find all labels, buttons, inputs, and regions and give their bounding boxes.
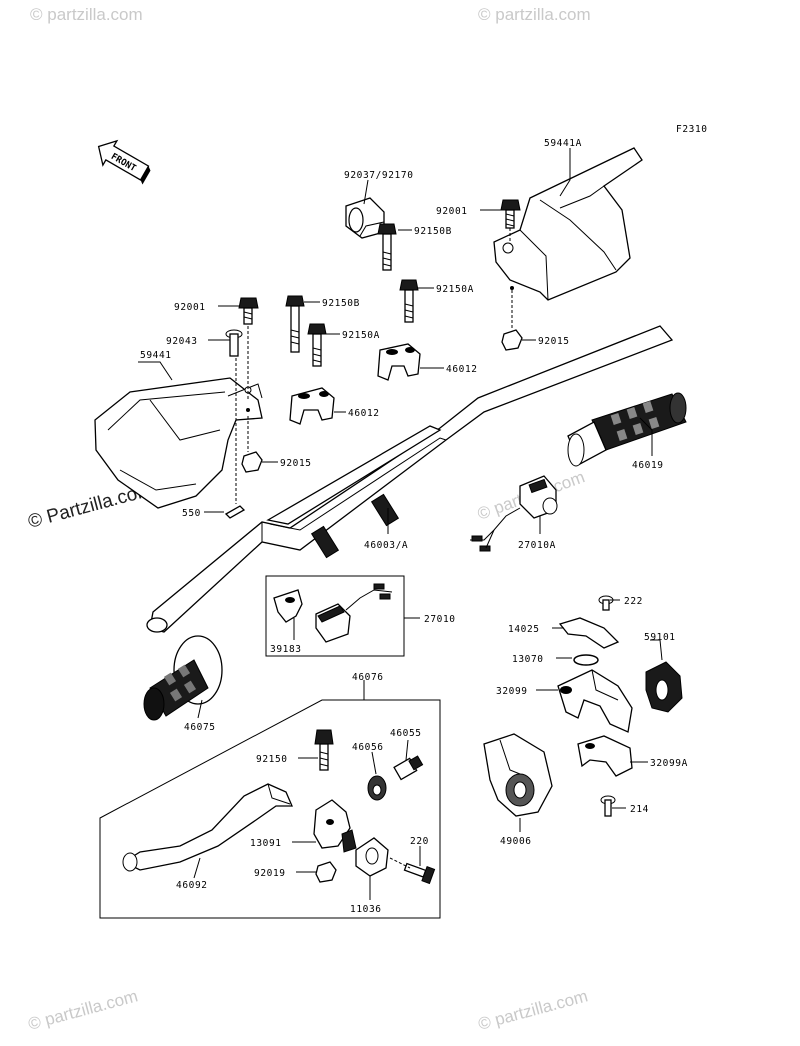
part-46075-left-grip <box>143 635 223 721</box>
label-92015-left: 92015 <box>280 458 312 469</box>
label-32099: 32099 <box>496 686 528 697</box>
label-46019: 46019 <box>632 460 664 471</box>
part-92037-clamp <box>345 197 385 239</box>
part-46055-adjuster-bolt <box>393 755 424 781</box>
kit-46076-box <box>99 699 441 919</box>
part-220-screw <box>403 862 436 885</box>
hand-guard-right <box>493 147 643 301</box>
part-92019-nut <box>315 861 337 883</box>
label-27010: 27010 <box>424 614 456 625</box>
label-11036: 11036 <box>350 904 382 915</box>
part-92015-nut-left <box>241 451 263 473</box>
part-11036-cover <box>355 837 389 877</box>
figure-code: F2310 <box>676 124 708 135</box>
label-46012-lower: 46012 <box>348 408 380 419</box>
handlebar <box>146 325 674 633</box>
label-46075: 46075 <box>184 722 216 733</box>
part-92150A-bolt-upper <box>399 279 419 323</box>
label-220: 220 <box>410 836 429 847</box>
part-92150A-bolt-lower <box>307 323 327 367</box>
part-27010-switch <box>315 583 393 643</box>
label-59101: 59101 <box>644 632 676 643</box>
handlebar-grip-section-2 <box>370 493 400 527</box>
label-92037-92170: 92037/92170 <box>344 170 414 181</box>
part-14025-cover <box>558 617 620 649</box>
handlebar-grip-section <box>310 525 340 559</box>
label-46076: 46076 <box>352 672 384 683</box>
label-92150A-lower: 92150A <box>342 330 380 341</box>
front-arrow: FRONT <box>97 139 151 185</box>
label-92001-right: 92001 <box>436 206 468 217</box>
label-46012-upper: 46012 <box>446 364 478 375</box>
label-46003-A: 46003/A <box>364 540 408 551</box>
watermark-top-right: © partzilla.com <box>478 5 591 24</box>
part-222-screw <box>598 595 614 611</box>
part-32099-housing <box>557 669 633 733</box>
label-92015-right: 92015 <box>538 336 570 347</box>
part-46012-holder-upper <box>377 343 421 381</box>
watermark-top-left: © partzilla.com <box>30 5 143 24</box>
part-46056-adjuster <box>367 775 387 801</box>
part-46092-lever <box>122 783 293 872</box>
part-49006-pulley <box>483 733 553 817</box>
label-92150A-upper: 92150A <box>436 284 474 295</box>
label-92150B-left: 92150B <box>322 298 360 309</box>
part-27010A-switch <box>470 475 558 552</box>
watermark-bottom-right: © partzilla.com <box>476 986 590 1034</box>
label-39183: 39183 <box>270 644 302 655</box>
label-214: 214 <box>630 804 649 815</box>
label-46055: 46055 <box>390 728 422 739</box>
part-59101-cap <box>645 661 683 713</box>
label-92019: 92019 <box>254 868 286 879</box>
part-92015-nut-right <box>501 329 523 351</box>
part-labels: 59441A 92037/92170 92001 92150B 92150A 9… <box>140 138 688 915</box>
part-13070-ring <box>573 654 599 666</box>
label-32099A: 32099A <box>650 758 688 769</box>
label-49006: 49006 <box>500 836 532 847</box>
label-550: 550 <box>182 508 201 519</box>
label-92150B-upper: 92150B <box>414 226 452 237</box>
part-92001-bolt-left <box>238 297 259 325</box>
label-46056: 46056 <box>352 742 384 753</box>
label-59441A: 59441A <box>544 138 582 149</box>
label-14025: 14025 <box>508 624 540 635</box>
label-92001-left: 92001 <box>174 302 206 313</box>
label-13091: 13091 <box>250 838 282 849</box>
part-92043-pin <box>225 329 243 357</box>
part-92001-bolt-right <box>500 199 521 229</box>
label-59441: 59441 <box>140 350 172 361</box>
part-92150-bolt <box>314 729 334 771</box>
part-214-screw <box>600 795 616 817</box>
label-92043: 92043 <box>166 336 198 347</box>
part-92150B-bolt-upper <box>377 223 397 271</box>
leader-lines <box>138 148 663 900</box>
label-27010A: 27010A <box>518 540 556 551</box>
kit-27010-box <box>265 575 405 657</box>
part-39183-clamp <box>273 589 303 623</box>
part-92150B-bolt-left <box>285 295 305 353</box>
watermark-bottom-left: © partzilla.com <box>26 986 140 1034</box>
part-550-cotter-pin <box>224 505 246 519</box>
label-222: 222 <box>624 596 643 607</box>
label-92150: 92150 <box>256 754 288 765</box>
part-32099A-housing <box>577 735 633 777</box>
part-46012-holder-lower <box>289 387 335 425</box>
label-46092: 46092 <box>176 880 208 891</box>
part-46019-right-grip <box>567 392 687 467</box>
label-13070: 13070 <box>512 654 544 665</box>
part-13091-holder <box>313 799 357 853</box>
